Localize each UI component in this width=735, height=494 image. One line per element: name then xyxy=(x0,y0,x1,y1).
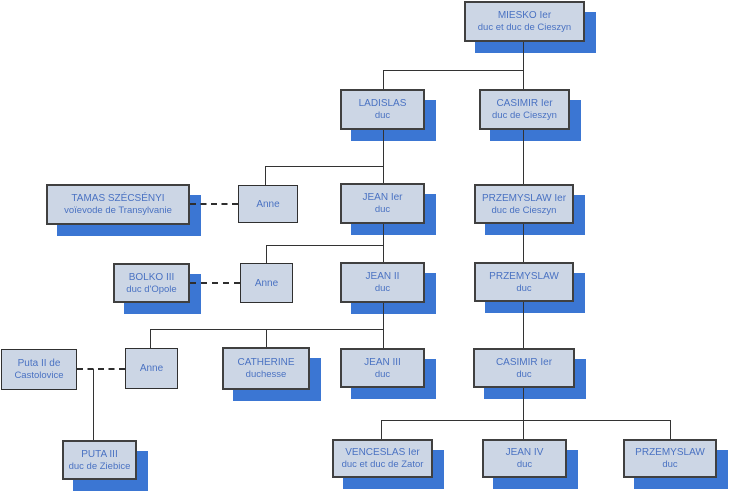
tree-node-jean-2[interactable]: JEAN II duc xyxy=(340,262,425,303)
connector-line xyxy=(383,303,384,329)
tree-node-przemyslaw-1[interactable]: PRZEMYSLAW Ier duc de Cieszyn xyxy=(474,184,574,224)
connector-line xyxy=(383,224,384,245)
tree-node-catherine[interactable]: CATHERINE duchesse xyxy=(222,347,310,390)
node-name: PRZEMYSLAW Ier xyxy=(481,192,567,204)
connector-line xyxy=(266,245,267,263)
node-name: Anne xyxy=(256,198,280,210)
connector-line xyxy=(381,420,671,421)
node-name: PUTA III xyxy=(81,448,118,460)
marriage-dashed-line xyxy=(77,368,125,370)
node-title: duc d'Opole xyxy=(126,283,177,295)
node-title: duc xyxy=(516,459,533,470)
node-name: JEAN IV xyxy=(505,447,544,458)
tree-node-tamas[interactable]: TAMAS SZÉCSÉNYI voïevode de Transylvanie xyxy=(46,184,190,225)
connector-line xyxy=(523,70,524,89)
node-name: MIESKO Ier xyxy=(497,10,552,21)
connector-line xyxy=(523,388,524,420)
node-name: JEAN Ier xyxy=(362,192,403,203)
node-name: LADISLAS xyxy=(358,98,407,109)
node-name: VENCESLAS Ier xyxy=(345,447,420,458)
connector-line xyxy=(265,166,384,167)
tree-node-przemyslaw-2[interactable]: PRZEMYSLAW duc xyxy=(474,262,574,302)
tree-node-venceslas[interactable]: VENCESLAS Ier duc et duc de Zator xyxy=(332,439,433,478)
node-name: BOLKO III xyxy=(128,271,175,283)
node-name: JEAN III xyxy=(364,356,401,368)
connector-line xyxy=(381,420,382,439)
node-title: Castolovice xyxy=(14,370,64,381)
tree-node-bolko-3[interactable]: BOLKO III duc d'Opole xyxy=(113,263,190,303)
tree-node-casimir-2[interactable]: CASIMIR Ier duc xyxy=(473,348,575,388)
node-name: CASIMIR Ier xyxy=(495,356,553,368)
node-title: duchesse xyxy=(245,369,287,380)
connector-line xyxy=(383,329,384,348)
tree-node-jean-4[interactable]: JEAN IV duc xyxy=(482,439,567,478)
node-title: duc xyxy=(374,204,391,215)
connector-line xyxy=(266,329,267,347)
tree-node-jean-3[interactable]: JEAN III duc xyxy=(340,348,425,388)
node-name: Anne xyxy=(254,277,279,289)
marriage-dashed-line xyxy=(190,282,240,284)
connector-line xyxy=(150,329,384,330)
tree-node-jean-1[interactable]: JEAN Ier duc xyxy=(340,183,425,224)
node-title: duc de Ziebice xyxy=(68,460,131,472)
node-title: duc de Cieszyn xyxy=(491,204,557,216)
node-title: duc xyxy=(374,283,391,294)
connector-line xyxy=(383,245,384,262)
tree-node-puta-2[interactable]: Puta II de Castolovice xyxy=(1,349,77,390)
node-title: duc xyxy=(374,110,391,121)
connector-line xyxy=(265,166,266,185)
node-title: duc xyxy=(516,368,532,380)
connector-line xyxy=(523,130,524,184)
connector-line xyxy=(523,420,524,439)
tree-node-anne-3[interactable]: Anne xyxy=(125,348,178,389)
node-title: duc xyxy=(374,368,391,380)
node-title: duc xyxy=(662,459,678,470)
node-title: duc et duc de Cieszyn xyxy=(477,22,572,33)
node-name: JEAN II xyxy=(365,271,400,282)
connector-line xyxy=(383,70,524,71)
connector-line xyxy=(383,130,384,166)
marriage-dashed-line xyxy=(190,203,238,205)
tree-node-mieszko[interactable]: MIESKO Ier duc et duc de Cieszyn xyxy=(464,1,585,42)
connector-line xyxy=(266,245,384,246)
tree-node-anne-2[interactable]: Anne xyxy=(240,263,293,303)
node-title: duc xyxy=(516,282,532,294)
node-name: Anne xyxy=(139,363,164,374)
node-name: PRZEMYSLAW xyxy=(635,447,705,458)
node-title: duc de Cieszyn xyxy=(492,110,557,121)
node-name: PRZEMYSLAW xyxy=(489,270,559,282)
connector-line xyxy=(93,369,94,440)
tree-node-casimir-1[interactable]: CASIMIR Ier duc de Cieszyn xyxy=(479,89,570,130)
tree-node-puta-3[interactable]: PUTA III duc de Ziebice xyxy=(62,440,137,480)
node-name: CASIMIR Ier xyxy=(496,98,553,109)
node-title: duc et duc de Zator xyxy=(341,459,424,470)
connector-line xyxy=(150,329,151,348)
connector-line xyxy=(670,420,671,439)
tree-node-przemyslaw-3[interactable]: PRZEMYSLAW duc xyxy=(623,439,717,478)
node-name: CATHERINE xyxy=(237,357,295,368)
connector-line xyxy=(523,42,524,70)
connector-line xyxy=(523,224,524,262)
tree-node-anne-1[interactable]: Anne xyxy=(238,185,298,223)
connector-line xyxy=(383,70,384,89)
tree-node-ladislas[interactable]: LADISLAS duc xyxy=(340,89,425,130)
connector-line xyxy=(523,302,524,348)
node-name: Puta II de xyxy=(17,358,61,369)
node-title: voïevode de Transylvanie xyxy=(64,205,172,216)
connector-line xyxy=(383,166,384,183)
node-name: TAMAS SZÉCSÉNYI xyxy=(71,193,165,204)
